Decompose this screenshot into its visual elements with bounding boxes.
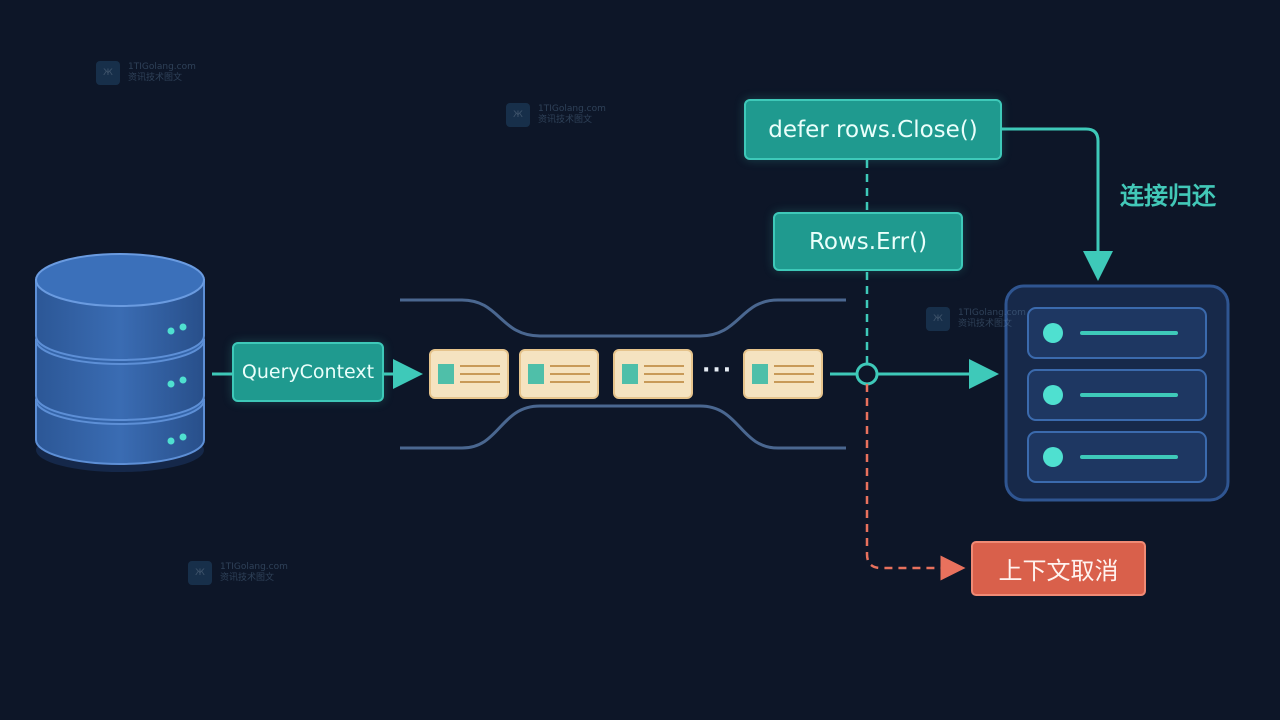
cancel-dashed-arrow xyxy=(865,384,966,581)
return-connection-label: 连接归还 xyxy=(1120,182,1216,210)
query-context-label: QueryContext xyxy=(241,361,375,383)
rows-err-label: Rows.Err() xyxy=(808,228,928,255)
database-icon xyxy=(35,253,205,472)
row-card xyxy=(613,349,693,399)
rows-ellipsis: ··· xyxy=(702,358,734,383)
watermark-subtitle: 资讯技术图文 xyxy=(538,115,593,125)
row-card xyxy=(429,349,509,399)
defer-close-box: defer rows.Close() xyxy=(744,99,1002,160)
row-card xyxy=(743,349,823,399)
watermark-icon: Ж xyxy=(96,61,120,85)
pipe-top xyxy=(400,298,846,338)
watermark-subtitle: 资讯技术图文 xyxy=(958,319,1013,329)
watermark-subtitle: 资讯技术图文 xyxy=(220,573,275,583)
watermark-site: 1TIGolang.com xyxy=(128,62,196,72)
watermark-icon: Ж xyxy=(506,103,530,127)
context-cancel-label: 上下文取消 xyxy=(998,557,1119,585)
connection-pool-icon xyxy=(1004,284,1230,502)
rows-err-box: Rows.Err() xyxy=(773,212,963,271)
context-cancel-box: 上下文取消 xyxy=(971,541,1146,596)
watermark-icon: Ж xyxy=(926,307,950,331)
defer-close-label: defer rows.Close() xyxy=(768,116,978,143)
query-context-box: QueryContext xyxy=(232,342,384,402)
return-connection-arrow xyxy=(1002,127,1113,281)
junction-node xyxy=(855,362,879,386)
watermark-site: 1TIGolang.com xyxy=(220,562,288,572)
watermark-subtitle: 资讯技术图文 xyxy=(128,73,183,83)
pipe-bottom xyxy=(400,404,846,450)
row-card xyxy=(519,349,599,399)
watermark-site: 1TIGolang.com xyxy=(538,104,606,114)
watermark-site: 1TIGolang.com xyxy=(958,308,1026,318)
watermark-icon: Ж xyxy=(188,561,212,585)
